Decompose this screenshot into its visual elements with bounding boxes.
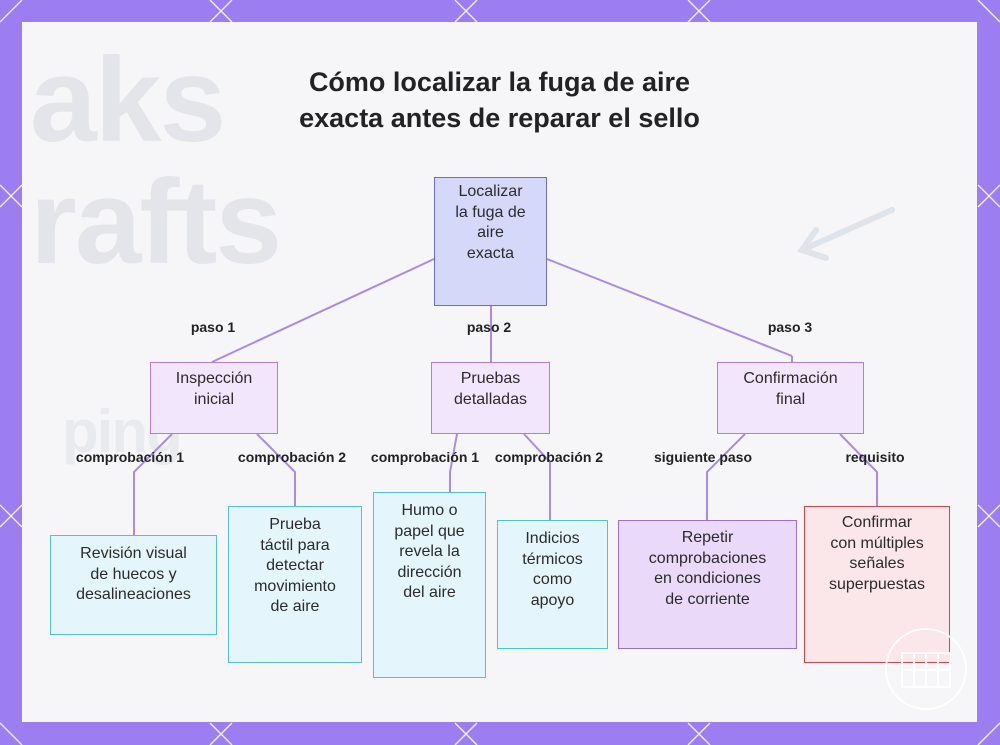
category-line: detalladas (454, 390, 527, 408)
category-node-inspection: Inspección inicial (150, 362, 278, 434)
category-line: inicial (193, 390, 234, 408)
title-line-1: Cómo localizar la fuga de aire (308, 67, 691, 97)
leaf-line: como (532, 571, 573, 588)
root-node-line: Localizar (458, 183, 523, 200)
root-node-line: aire (477, 224, 504, 241)
title-line-2: exacta antes de reparar el sello (299, 103, 700, 133)
leaf-line: en condiciones (654, 570, 761, 587)
category-line: Pruebas (460, 370, 521, 387)
leaf-line: papel que (394, 522, 465, 540)
leaf-node-visual-check: Revisión visual de huecos y desalineacio… (50, 535, 217, 635)
leaf-line: Confirmar (841, 514, 913, 531)
category-line: Inspección (175, 370, 253, 387)
leaf-node-smoke-paper: Humo o papel que revela la dirección del… (373, 492, 486, 678)
root-node-line: la fuga de (455, 203, 526, 221)
leaf-line: dirección (397, 563, 462, 581)
leaf-line: comprobaciones (648, 549, 767, 567)
edge-label-c1-check2: comprobación 2 (237, 449, 347, 465)
diagram-title: Cómo localizar la fuga de aire exacta an… (22, 64, 977, 136)
leaf-line: apoyo (530, 591, 575, 609)
edge-label-c3-req: requisito (845, 449, 905, 465)
leaf-line: de corriente (665, 590, 750, 608)
leaf-node-thermal-signs: Indicios térmicos como apoyo (497, 520, 608, 649)
leaf-line: con múltiples (830, 534, 924, 552)
leaf-line: del aire (403, 584, 456, 601)
background-text-1: aks (30, 33, 226, 167)
leaf-line: Indicios (525, 530, 580, 547)
edge-label-c2-check2: comprobación 2 (494, 449, 604, 465)
edge-label-c3-next: siguiente paso (653, 449, 753, 465)
edge-label-step2: paso 2 (466, 319, 512, 335)
category-node-tests: Pruebas detalladas (431, 362, 550, 434)
leaf-line: desalineaciones (76, 586, 191, 603)
leaf-line: superpuestas (828, 575, 926, 593)
leaf-line: de aire (270, 598, 320, 615)
leaf-line: Prueba (269, 516, 321, 533)
edge-label-c1-check1: comprobación 1 (75, 449, 185, 465)
edge-label-step3: paso 3 (767, 319, 813, 335)
leaf-line: Revisión visual (80, 545, 187, 562)
leaf-node-repeat-checks: Repetir comprobaciones en condiciones de… (618, 520, 797, 649)
leaf-line: detectar (266, 557, 324, 574)
leaf-node-confirm-signals: Confirmar con múltiples señales superpue… (804, 506, 950, 663)
category-line: final (775, 390, 806, 408)
leaf-line: Humo o (401, 502, 458, 519)
category-node-confirmation: Confirmación final (717, 362, 864, 434)
leaf-line: térmicos (522, 550, 583, 568)
background-arrow-icon (797, 207, 895, 261)
leaf-line: de huecos y (90, 565, 177, 583)
edge-label-c2-check1: comprobación 1 (370, 449, 480, 465)
diagram-card: aks rafts ping Cómo localizar la fuga de… (22, 22, 977, 722)
root-node: Localizar la fuga de aire exacta (434, 177, 547, 306)
leaf-line: señales (849, 555, 905, 572)
root-node-line: exacta (466, 244, 515, 262)
leaf-line: Repetir (681, 529, 734, 546)
leaf-line: táctil para (260, 536, 330, 554)
watermark-logo-icon (885, 628, 967, 710)
edge-label-step1: paso 1 (190, 319, 236, 335)
leaf-line: revela la (399, 543, 460, 560)
category-line: Confirmación (743, 370, 838, 387)
leaf-line: movimiento (254, 577, 336, 595)
connector-lines (133, 258, 878, 535)
leaf-node-tactile-test: Prueba táctil para detectar movimiento d… (228, 506, 362, 663)
background-text-2: rafts (30, 155, 282, 289)
